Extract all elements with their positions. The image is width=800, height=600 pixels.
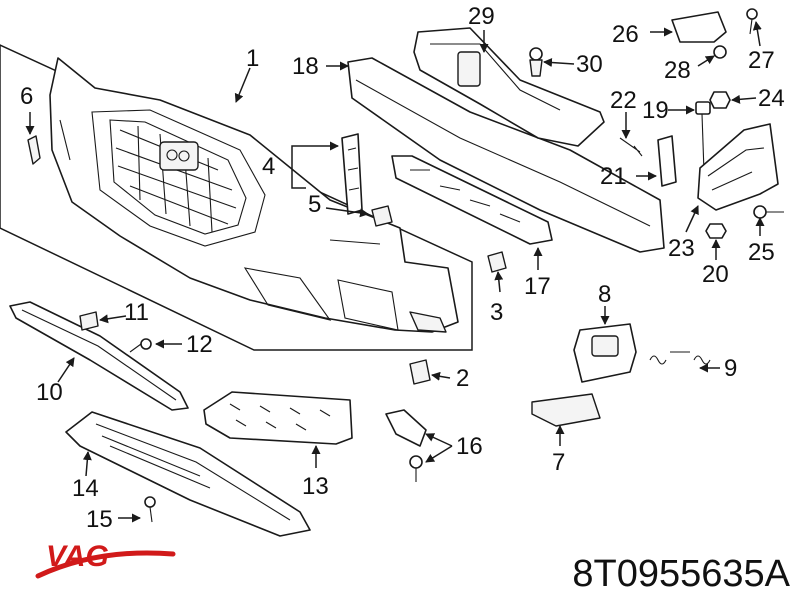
nut-24 <box>709 91 731 109</box>
bolt-19 <box>695 101 711 173</box>
bolt-25 <box>753 205 784 219</box>
callout-17: 17 <box>524 273 551 300</box>
callout-27: 27 <box>748 47 775 74</box>
screw-12 <box>129 338 152 353</box>
callout-9: 9 <box>724 355 737 382</box>
clip-2 <box>409 359 431 385</box>
callout-20: 20 <box>702 261 729 288</box>
screw-15 <box>144 496 156 523</box>
cover-7 <box>531 393 601 427</box>
clip-3 <box>487 251 507 273</box>
callout-24: 24 <box>758 85 785 112</box>
callout-5: 5 <box>308 191 321 218</box>
callout-19: 19 <box>642 97 669 124</box>
callout-25: 25 <box>748 239 775 266</box>
lower-grille-13 <box>203 391 353 445</box>
support-panel-29 <box>413 27 605 147</box>
callout-14: 14 <box>72 475 99 502</box>
screw-16 <box>409 455 423 482</box>
nut-28 <box>713 45 727 59</box>
callout-18: 18 <box>292 53 319 80</box>
sensor-bracket-8 <box>573 323 637 383</box>
bracket-16 <box>385 409 427 447</box>
clip-30 <box>529 47 543 77</box>
bracket-21 <box>657 135 677 187</box>
bracket-26 <box>671 11 727 43</box>
callout-22: 22 <box>610 87 637 114</box>
trim-cover-6 <box>27 135 41 165</box>
undertray-14 <box>65 411 311 537</box>
callout-4: 4 <box>262 153 275 180</box>
mount-bracket-23 <box>697 123 779 211</box>
callout-26: 26 <box>612 21 639 48</box>
clip-11 <box>79 311 99 331</box>
brand-logo-text: VAG <box>46 540 109 573</box>
callout-1: 1 <box>246 45 259 72</box>
callout-2: 2 <box>456 365 469 392</box>
callout-28: 28 <box>664 57 691 84</box>
callout-16: 16 <box>456 433 483 460</box>
callout-15: 15 <box>86 506 113 533</box>
callout-10: 10 <box>36 379 63 406</box>
leader-lines <box>25 21 765 523</box>
spring-9 <box>649 351 711 365</box>
bumper-cover <box>49 57 459 333</box>
vag-swoosh-logo-icon: VAG <box>35 540 176 579</box>
callout-29: 29 <box>468 3 495 30</box>
energy-absorber-17 <box>391 155 553 245</box>
callout-3: 3 <box>490 299 503 326</box>
callout-30: 30 <box>576 51 603 78</box>
bracket-4 <box>341 133 363 215</box>
callout-8: 8 <box>598 281 611 308</box>
reinforcement-bar-18 <box>347 57 665 253</box>
part-number: 8T0955635A <box>572 553 790 595</box>
trim-strip-10 <box>9 301 189 411</box>
clip-5 <box>371 205 393 227</box>
callout-12: 12 <box>186 331 213 358</box>
callout-13: 13 <box>302 473 329 500</box>
callout-21: 21 <box>600 163 627 190</box>
bolt-22 <box>619 137 643 157</box>
callout-6: 6 <box>20 83 33 110</box>
callout-23: 23 <box>668 235 695 262</box>
nut-20 <box>705 223 727 239</box>
callout-numbers: 1 2 3 4 5 6 7 8 9 10 11 12 13 14 15 16 1… <box>20 3 785 533</box>
callout-11: 11 <box>124 299 149 326</box>
callout-7: 7 <box>552 449 565 476</box>
screw-27 <box>746 8 758 35</box>
